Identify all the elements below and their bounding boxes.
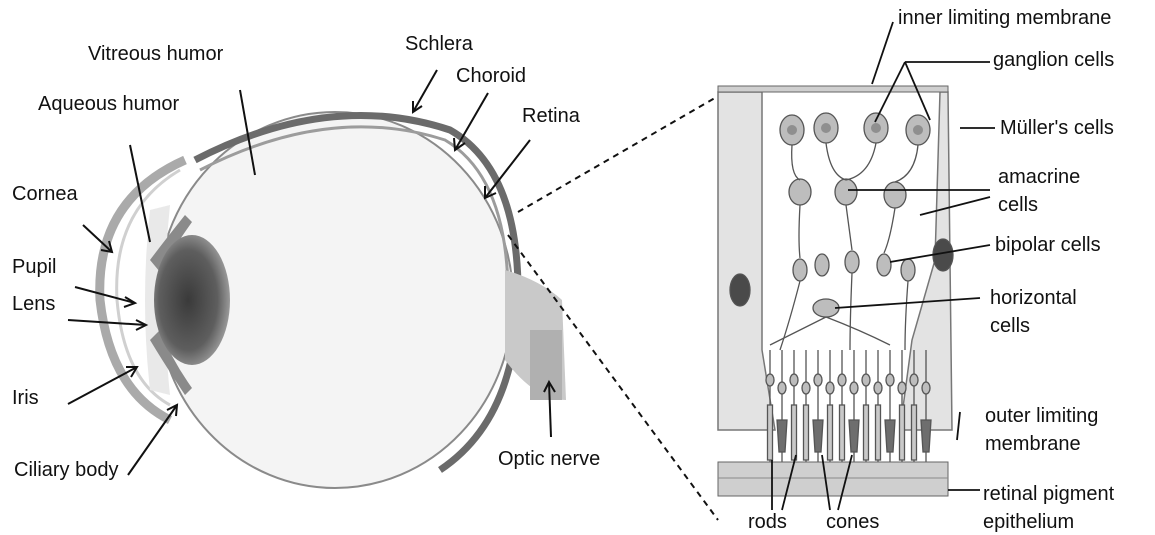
photoreceptor-nucleus [922, 382, 930, 394]
neuron-fibre [799, 205, 800, 258]
label-lens: Lens [12, 292, 55, 316]
photoreceptor-nucleus [790, 374, 798, 386]
label-pupil: Pupil [12, 255, 56, 279]
ganglion-nucleus [787, 125, 797, 135]
cone-outer-segment [849, 420, 859, 452]
bipolar-cell [901, 259, 915, 281]
neuron-fibre [846, 143, 876, 180]
bipolar-cell [845, 251, 859, 273]
neuron-fibre [905, 281, 908, 350]
bipolar-cell [815, 254, 829, 276]
ganglion-nucleus [821, 123, 831, 133]
photoreceptor-nucleus [874, 382, 882, 394]
label-iris: Iris [12, 386, 39, 410]
rod-outer-segment [876, 405, 881, 460]
label-outer-limiting: outer limiting [985, 404, 1098, 428]
rod-outer-segment [900, 405, 905, 460]
neuron-fibre [770, 317, 826, 345]
label-bipolar-cells: bipolar cells [995, 233, 1101, 257]
label-muller-cells: Müller's cells [1000, 116, 1114, 140]
label-retina: Retina [522, 104, 580, 128]
label-ganglion-cells: ganglion cells [993, 48, 1114, 72]
neuron-fibre [846, 205, 852, 250]
neuron-fibre [884, 208, 895, 253]
photoreceptor-nucleus [862, 374, 870, 386]
label-horizontal: horizontal [990, 286, 1077, 310]
cone-outer-segment [921, 420, 931, 452]
label-choroid: Choroid [456, 64, 526, 88]
photoreceptor-nucleus [886, 374, 894, 386]
photoreceptor-nucleus [826, 382, 834, 394]
photoreceptor-nucleus [898, 382, 906, 394]
neuron-fibre [826, 143, 846, 180]
muller-nucleus [730, 274, 750, 306]
rod-outer-segment [804, 405, 809, 460]
rod-outer-segment [864, 405, 869, 460]
label-horizontal-cells: cells [990, 314, 1030, 338]
cone-outer-segment [813, 420, 823, 452]
label-epithelium: epithelium [983, 510, 1074, 534]
amacrine-cell [884, 182, 906, 208]
photoreceptor-nucleus [850, 382, 858, 394]
ganglion-nucleus [871, 123, 881, 133]
label-cones: cones [826, 510, 879, 534]
photoreceptor-nucleus [802, 382, 810, 394]
label-ciliary-body: Ciliary body [14, 458, 118, 482]
rod-outer-segment [768, 405, 773, 460]
label-optic-nerve: Optic nerve [498, 447, 600, 471]
inner-limiting-membrane [718, 86, 948, 92]
rod-outer-segment [792, 405, 797, 460]
amacrine-cell [789, 179, 811, 205]
rod-outer-segment [840, 405, 845, 460]
neuron-fibre [895, 145, 918, 182]
ganglion-nucleus [913, 125, 923, 135]
label-vitreous-humor: Vitreous humor [88, 42, 223, 66]
label-amacrine-cells: cells [998, 193, 1038, 217]
neuron-fibre [792, 145, 800, 180]
rod-outer-segment [828, 405, 833, 460]
label-membrane: membrane [985, 432, 1081, 456]
neuron-fibre [780, 281, 800, 350]
cone-outer-segment [777, 420, 787, 452]
cone-outer-segment [885, 420, 895, 452]
photoreceptor-nucleus [814, 374, 822, 386]
amacrine-cell [835, 179, 857, 205]
rod-outer-segment [912, 405, 917, 460]
label-aqueous-humor: Aqueous humor [38, 92, 179, 116]
bipolar-cell [793, 259, 807, 281]
photoreceptor-nucleus [766, 374, 774, 386]
label-cornea: Cornea [12, 182, 78, 206]
label-schlera: Schlera [405, 32, 473, 56]
neuron-fibre [850, 273, 852, 350]
label-retinal-pigment: retinal pigment [983, 482, 1114, 506]
label-inner-limiting-membrane: inner limiting membrane [898, 6, 1111, 30]
label-amacrine: amacrine [998, 165, 1080, 189]
photoreceptor-nucleus [778, 382, 786, 394]
neuron-fibre [826, 317, 890, 345]
photoreceptor-nucleus [838, 374, 846, 386]
retinal-pigment-epithelium [718, 462, 948, 496]
bipolar-cell [877, 254, 891, 276]
photoreceptor-nucleus [910, 374, 918, 386]
label-rods: rods [748, 510, 787, 534]
